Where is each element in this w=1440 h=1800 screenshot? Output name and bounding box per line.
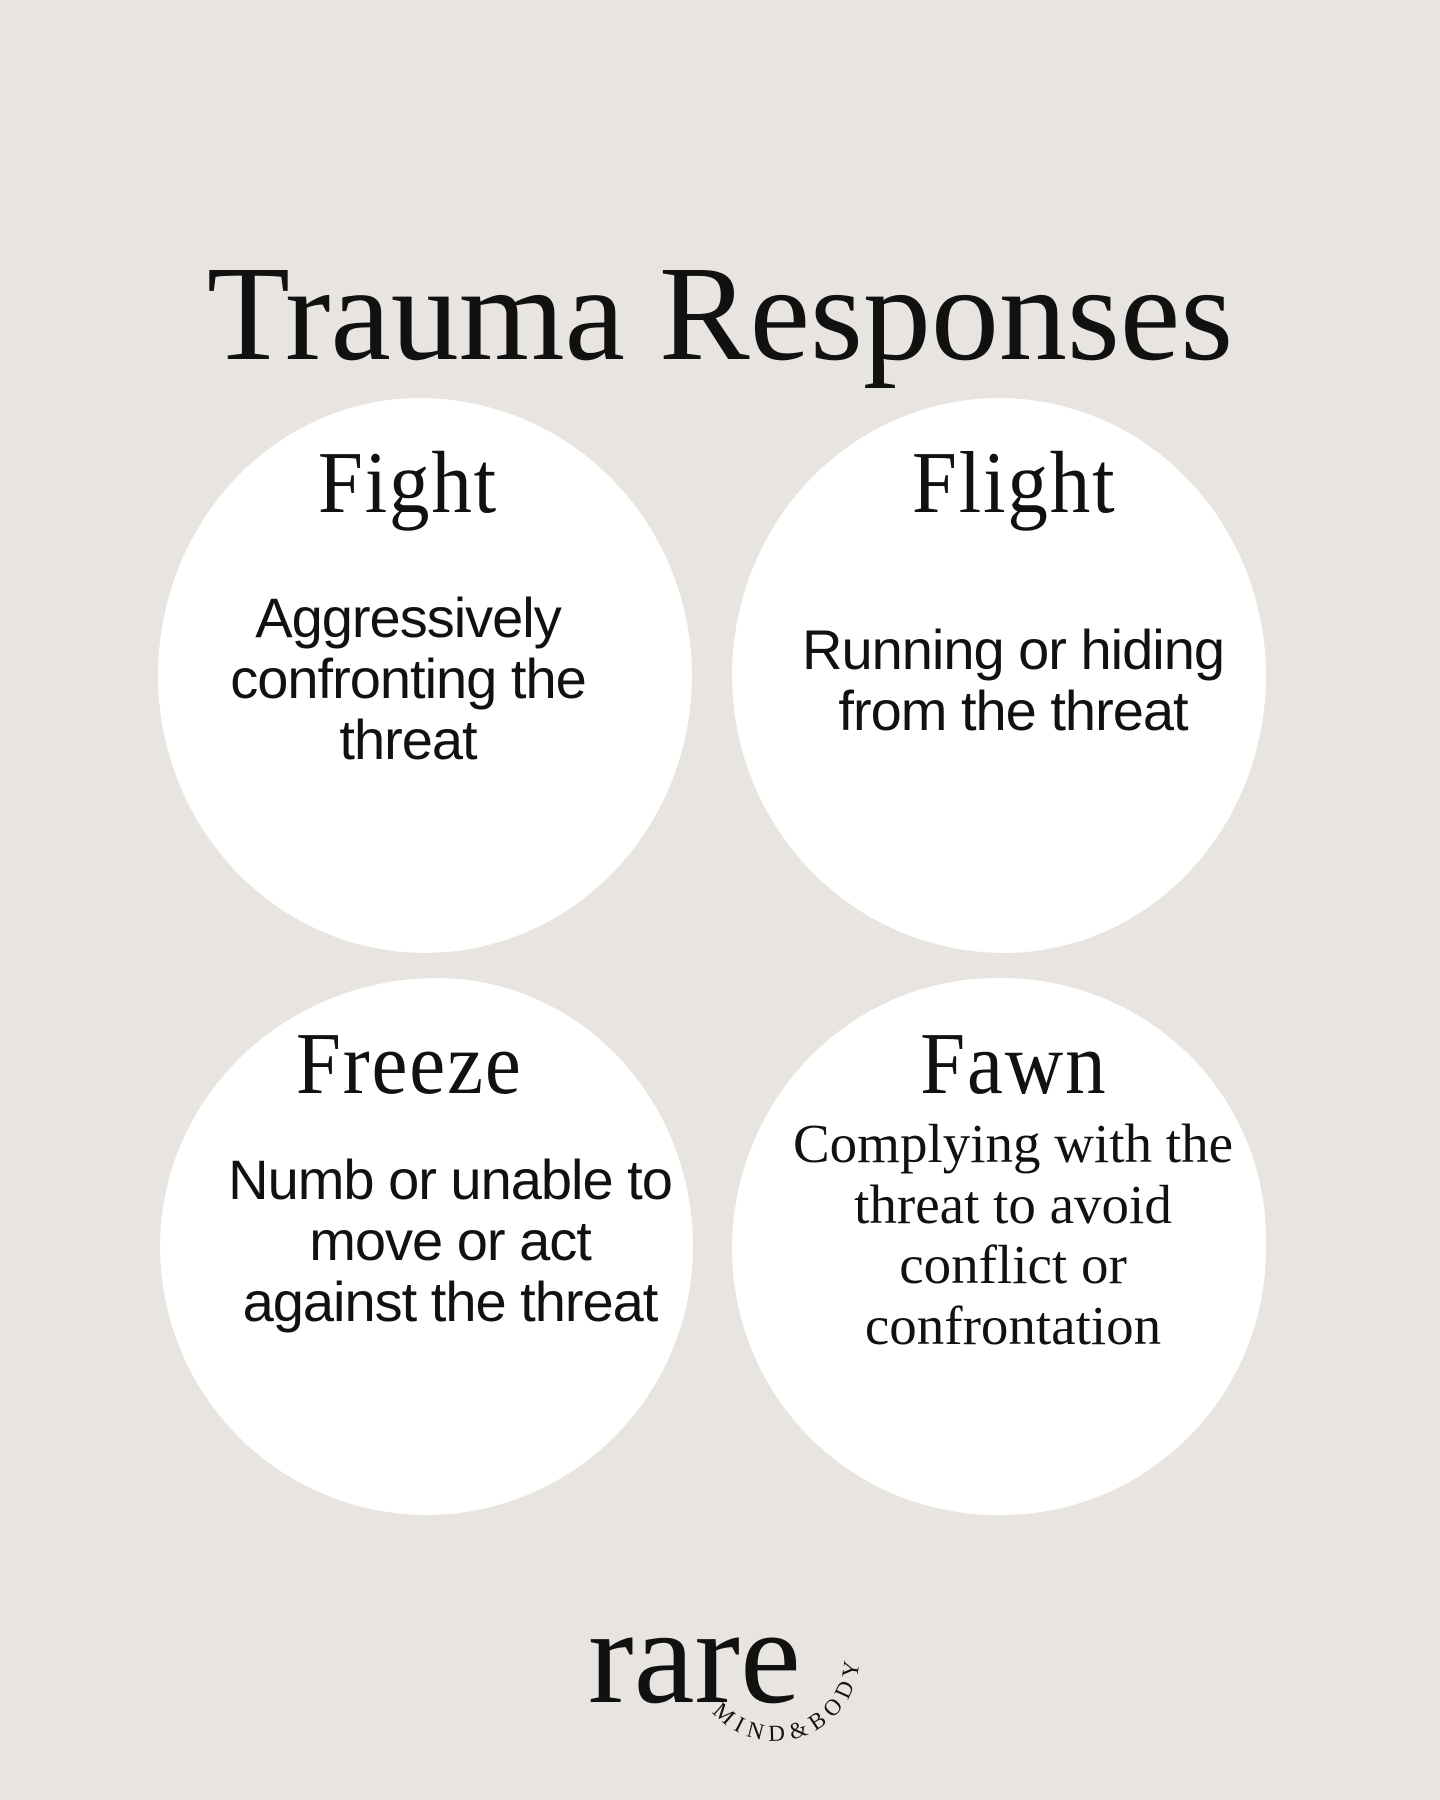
- description-line: Aggressively: [255, 586, 561, 649]
- brand-logo-wordmark: rare: [588, 1580, 801, 1732]
- freeze-heading-text: Freeze: [295, 1016, 523, 1113]
- description-line: against the threat: [242, 1270, 659, 1333]
- fawn-heading: Fawn: [714, 1021, 1314, 1109]
- flight-heading-text: Flight: [911, 435, 1117, 532]
- fight-description: Aggressively confronting the threat: [108, 587, 708, 770]
- description-line: confronting the: [230, 647, 586, 710]
- description-line: Numb or unable to: [228, 1148, 673, 1211]
- description-line: from the threat: [838, 679, 1188, 742]
- description-line: Complying with the: [793, 1113, 1233, 1174]
- freeze-heading: Freeze: [109, 1021, 709, 1109]
- description-line: conflict or: [899, 1234, 1127, 1296]
- fawn-heading-text: Fawn: [920, 1016, 1108, 1113]
- description-line: confrontation: [864, 1295, 1162, 1357]
- page-title: Trauma Responses: [206, 239, 1234, 389]
- freeze-description: Numb or unable to move or act against th…: [150, 1149, 750, 1332]
- description-line: threat: [339, 708, 477, 771]
- fight-heading-text: Fight: [317, 435, 499, 532]
- description-line: Running or hiding: [802, 618, 1225, 681]
- description-line: move or act: [309, 1209, 592, 1272]
- fawn-circle: [732, 978, 1266, 1515]
- fight-heading: Fight: [108, 440, 708, 528]
- flight-description: Running or hiding from the threat: [713, 619, 1313, 741]
- flight-circle: [732, 398, 1266, 953]
- fight-circle: [158, 398, 692, 953]
- flight-heading: Flight: [714, 440, 1314, 528]
- fawn-description: Complying with the threat to avoid confl…: [713, 1113, 1313, 1357]
- freeze-circle: [160, 978, 693, 1515]
- description-line: threat to avoid: [854, 1173, 1172, 1235]
